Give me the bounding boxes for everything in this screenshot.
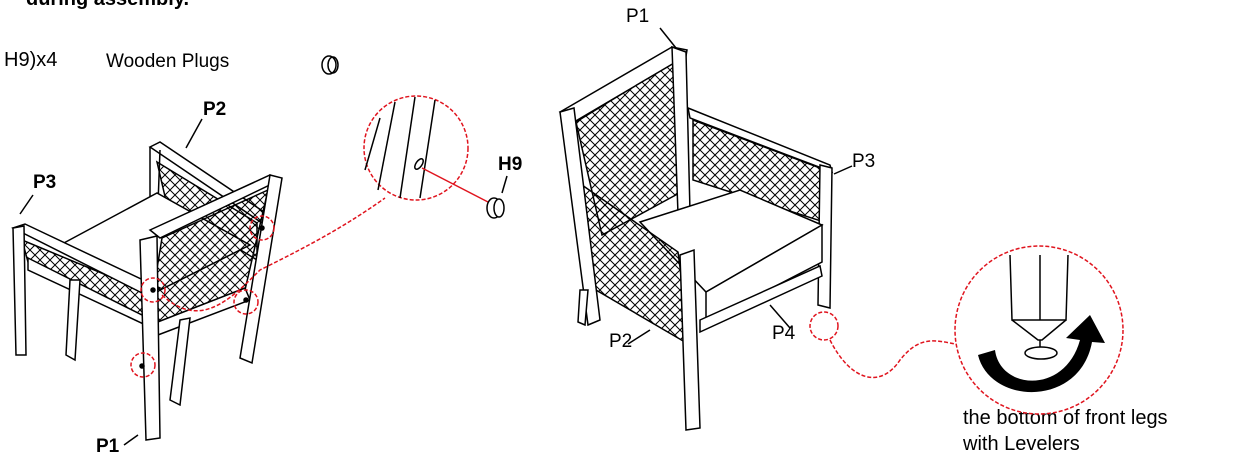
note-line-1: the bottom of front legs — [963, 407, 1168, 429]
left-label-h9: H9 — [498, 154, 523, 175]
hardware-id: H9)x4 — [4, 49, 58, 71]
leveler-callouts — [809, 311, 961, 379]
left-callouts — [130, 197, 386, 378]
leveler-detail — [954, 245, 1124, 415]
magnified-detail — [363, 95, 508, 219]
wooden-plug-icon — [321, 55, 339, 75]
left-front-leg — [139, 235, 161, 441]
right-label-p2: P2 — [609, 331, 633, 352]
right-chair — [558, 27, 853, 431]
plug-h9-icon — [486, 197, 505, 219]
right-label-p1: P1 — [626, 6, 650, 27]
left-label-p1: P1 — [96, 436, 120, 457]
note-line-2: with Levelers — [963, 433, 1080, 455]
header-fragment: during assembly. — [26, 0, 189, 11]
left-label-p3: P3 — [33, 172, 57, 193]
rotate-arrow-icon — [978, 315, 1105, 393]
hardware-name: Wooden Plugs — [106, 51, 230, 72]
left-label-p2: P2 — [203, 99, 227, 120]
right-label-p3: P3 — [852, 151, 876, 172]
left-chair — [11, 118, 283, 446]
